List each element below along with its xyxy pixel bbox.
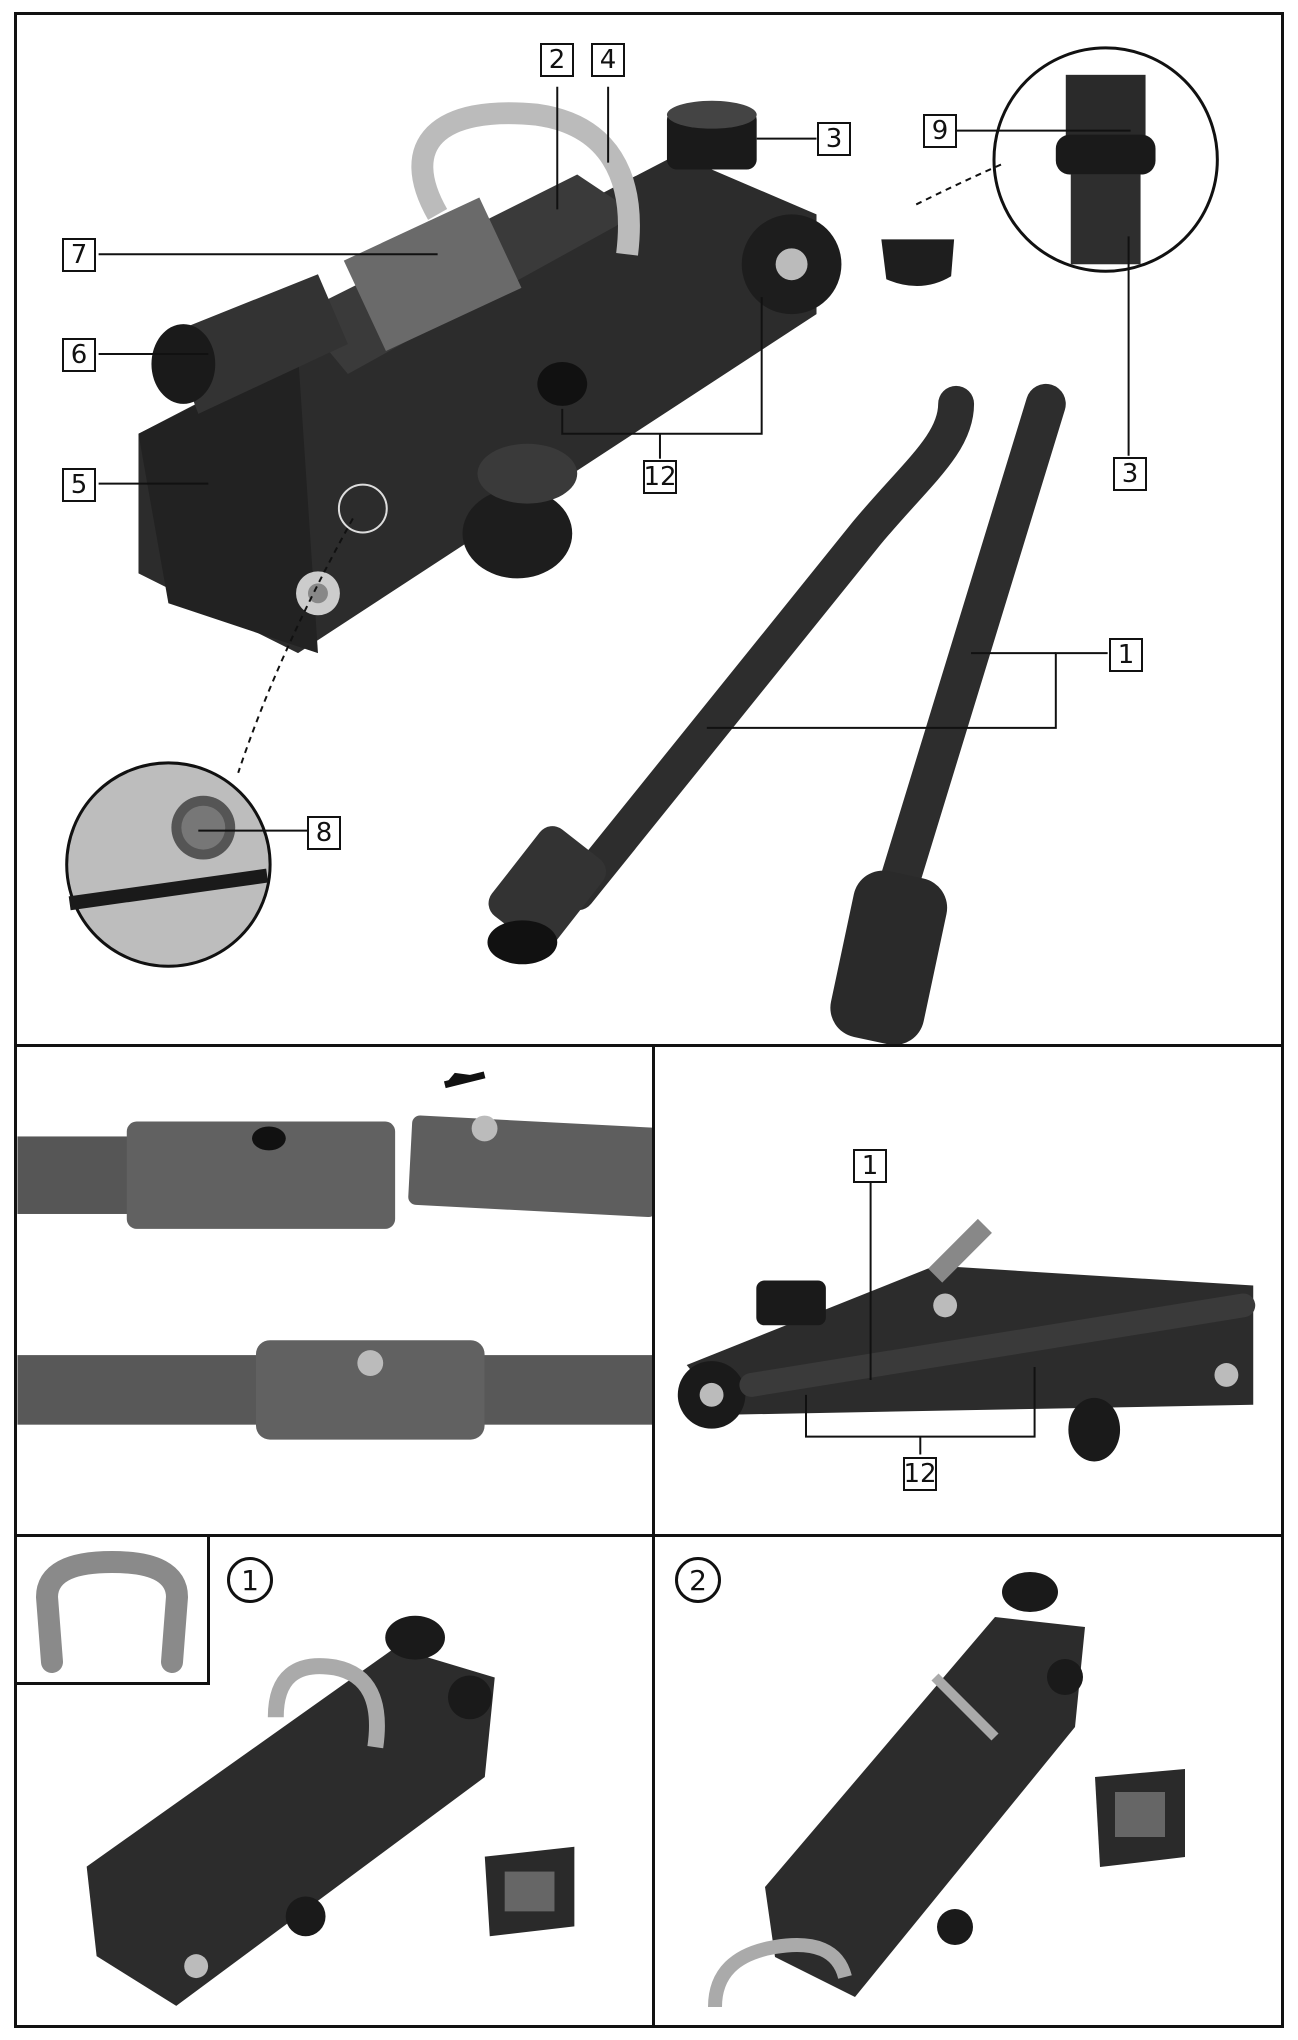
callout-label-3-saddle: 3 bbox=[817, 122, 851, 156]
step-number-2: 2 bbox=[675, 1557, 721, 1603]
step-1-panel: 1 bbox=[17, 1537, 655, 2025]
callout-label-8: 8 bbox=[307, 816, 341, 850]
leader-lines bbox=[98, 86, 1131, 832]
carry-handle-inset bbox=[17, 1537, 210, 1685]
floor-jack-illustration bbox=[138, 100, 842, 654]
separate-handle-pieces bbox=[17, 1071, 652, 1229]
handle-storage-illustration bbox=[677, 1182, 1256, 1462]
callout-label-12: 12 bbox=[643, 460, 677, 494]
callout-label-7: 7 bbox=[62, 238, 96, 272]
step-number-1: 1 bbox=[227, 1557, 273, 1603]
callout-label-9: 9 bbox=[923, 114, 957, 148]
callout-label-5: 5 bbox=[62, 468, 96, 502]
manual-page-frame: 2 4 3 9 3 7 6 5 12 1 8 bbox=[14, 12, 1284, 2028]
saddle-detail-illustration bbox=[881, 46, 1219, 287]
callout-label-6: 6 bbox=[62, 338, 96, 372]
step-1-jack-illustration bbox=[86, 1615, 575, 2006]
callout-label-3-detail: 3 bbox=[1113, 457, 1147, 491]
callout-label-4: 4 bbox=[591, 43, 625, 77]
handle-assembly-panel bbox=[17, 1047, 655, 1537]
step-2-panel: 2 bbox=[655, 1537, 1281, 2025]
parts-overview-illustration bbox=[65, 46, 1219, 1044]
handle-storage-panel: 1 12 bbox=[655, 1047, 1281, 1537]
callout-label-1: 1 bbox=[1109, 638, 1143, 672]
parts-overview-panel: 2 4 3 9 3 7 6 5 12 1 8 bbox=[17, 15, 1281, 1047]
release-valve-detail-illustration bbox=[65, 518, 354, 968]
joined-handle bbox=[17, 1340, 652, 1440]
assembled-callout-12: 12 bbox=[903, 1457, 937, 1491]
assembled-callout-1: 1 bbox=[853, 1149, 887, 1183]
step-2-jack-illustration bbox=[708, 1572, 1185, 2008]
carry-handle-inset-illustration bbox=[35, 1550, 189, 1673]
callout-label-2: 2 bbox=[540, 43, 574, 77]
handle-pieces-illustration bbox=[487, 383, 1066, 1044]
handle-assembly-illustration bbox=[17, 1071, 652, 1440]
